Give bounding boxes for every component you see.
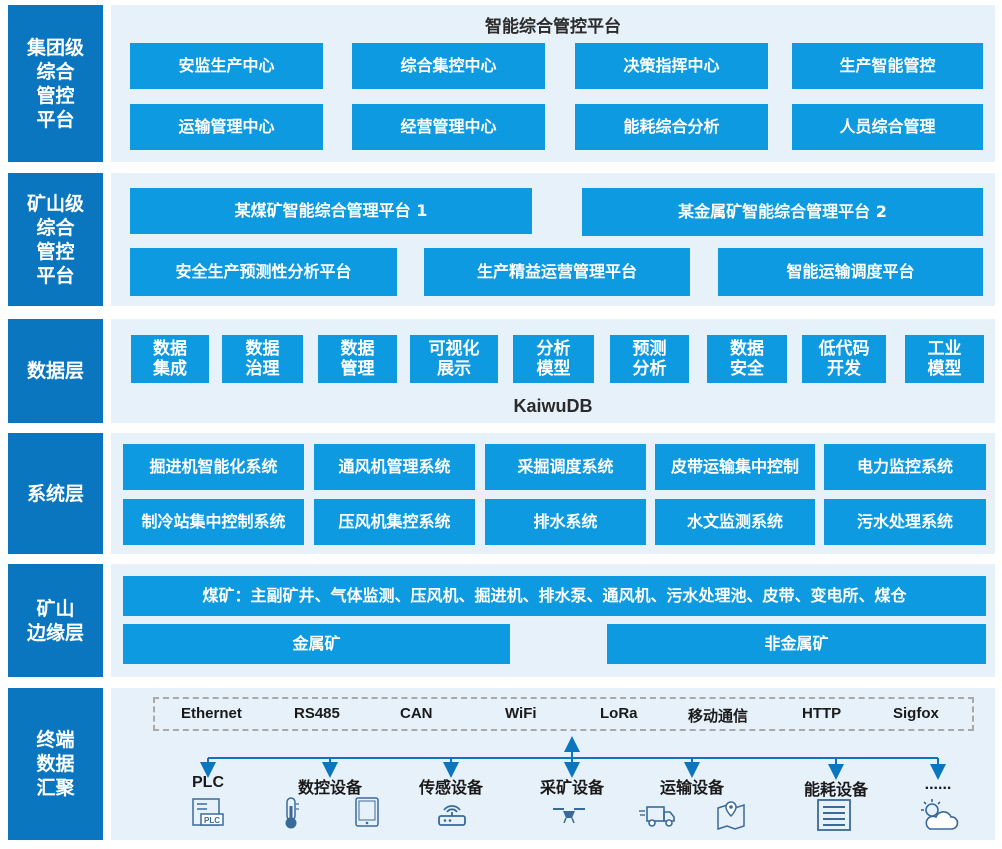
data-item: 分析 模型 <box>513 335 594 383</box>
system-box: 皮带运输集中控制 <box>655 444 815 490</box>
protocol-label: Ethernet <box>181 705 242 722</box>
connector-lines <box>200 736 946 780</box>
group-box: 综合集控中心 <box>352 43 545 89</box>
router-icon <box>438 805 466 826</box>
layer-label-edge: 矿山 边缘层 <box>8 564 103 677</box>
layer-label-data: 数据层 <box>8 319 103 423</box>
system-box: 电力监控系统 <box>824 444 986 490</box>
data-item: 数据 管理 <box>318 335 397 383</box>
group-box: 经营管理中心 <box>352 104 545 150</box>
map-pin-icon <box>717 801 745 830</box>
edge-nonmetal-box: 非金属矿 <box>607 624 986 664</box>
protocol-box <box>153 697 974 731</box>
weather-icon <box>921 799 959 830</box>
data-item: 低代码 开发 <box>802 335 886 383</box>
device-label: 采矿设备 <box>539 778 604 797</box>
mine-box: 生产精益运营管理平台 <box>424 248 690 296</box>
mine-box: 智能运输调度平台 <box>718 248 983 296</box>
kaiwudb-label: KaiwuDB <box>513 396 593 416</box>
system-box: 压风机集控系统 <box>314 499 475 545</box>
protocol-label: WiFi <box>505 705 537 722</box>
device-label: 传感设备 <box>418 778 483 797</box>
device-label: ...... <box>924 776 952 793</box>
data-item: 数据 安全 <box>707 335 787 383</box>
mine-box: 某金属矿智能综合管理平台 2 <box>582 188 983 236</box>
edge-coal-box: 煤矿：主副矿井、气体监测、压风机、掘进机、排水泵、通风机、污水处理池、皮带、变电… <box>123 576 986 616</box>
meter-list-icon <box>817 799 851 831</box>
group-box: 决策指挥中心 <box>575 43 768 89</box>
tablet-icon <box>355 797 379 827</box>
truck-icon <box>639 806 675 827</box>
system-box: 污水处理系统 <box>824 499 986 545</box>
data-item: 数据 治理 <box>222 335 303 383</box>
layer-label-mine: 矿山级 综合 管控 平台 <box>8 173 103 306</box>
edge-metal-box: 金属矿 <box>123 624 510 664</box>
terminal-panel <box>111 688 995 840</box>
data-item: 工业 模型 <box>905 335 984 383</box>
drone-icon <box>553 808 585 824</box>
group-box: 运输管理中心 <box>130 104 323 150</box>
system-box: 制冷站集中控制系统 <box>123 499 304 545</box>
protocol-label: LoRa <box>600 705 638 722</box>
protocol-label: 移动通信 <box>688 707 749 725</box>
layer-label-terminal: 终端 数据 汇聚 <box>8 688 103 840</box>
protocol-label: HTTP <box>802 705 842 722</box>
protocol-label: RS485 <box>294 705 340 722</box>
layer-label-group: 集团级 综合 管控 平台 <box>8 5 103 162</box>
protocol-label: CAN <box>400 705 433 722</box>
group-box: 能耗综合分析 <box>575 104 768 150</box>
group-box: 生产智能管控 <box>792 43 983 89</box>
group-box: 人员综合管理 <box>792 104 983 150</box>
mine-box: 某煤矿智能综合管理平台 1 <box>130 188 532 234</box>
device-label: 运输设备 <box>659 778 724 797</box>
system-box: 排水系统 <box>485 499 646 545</box>
protocol-label: Sigfox <box>893 705 939 722</box>
device-label: 能耗设备 <box>803 780 868 799</box>
data-item: 预测 分析 <box>610 335 689 383</box>
plc-icon: PLC <box>192 798 224 826</box>
group-box: 安监生产中心 <box>130 43 323 89</box>
mine-box: 安全生产预测性分析平台 <box>130 248 397 296</box>
system-box: 通风机管理系统 <box>314 444 475 490</box>
thermometer-icon <box>285 797 299 829</box>
layer-label-system: 系统层 <box>8 433 103 554</box>
device-label: 数控设备 <box>297 778 362 797</box>
device-label: PLC <box>192 774 224 791</box>
data-item: 可视化 展示 <box>410 335 498 383</box>
system-box: 水文监测系统 <box>655 499 815 545</box>
data-item: 数据 集成 <box>131 335 209 383</box>
system-box: 掘进机智能化系统 <box>123 444 304 490</box>
svg-text:PLC: PLC <box>204 816 220 825</box>
system-box: 采掘调度系统 <box>485 444 646 490</box>
group-title: 智能综合管控平台 <box>485 17 621 37</box>
